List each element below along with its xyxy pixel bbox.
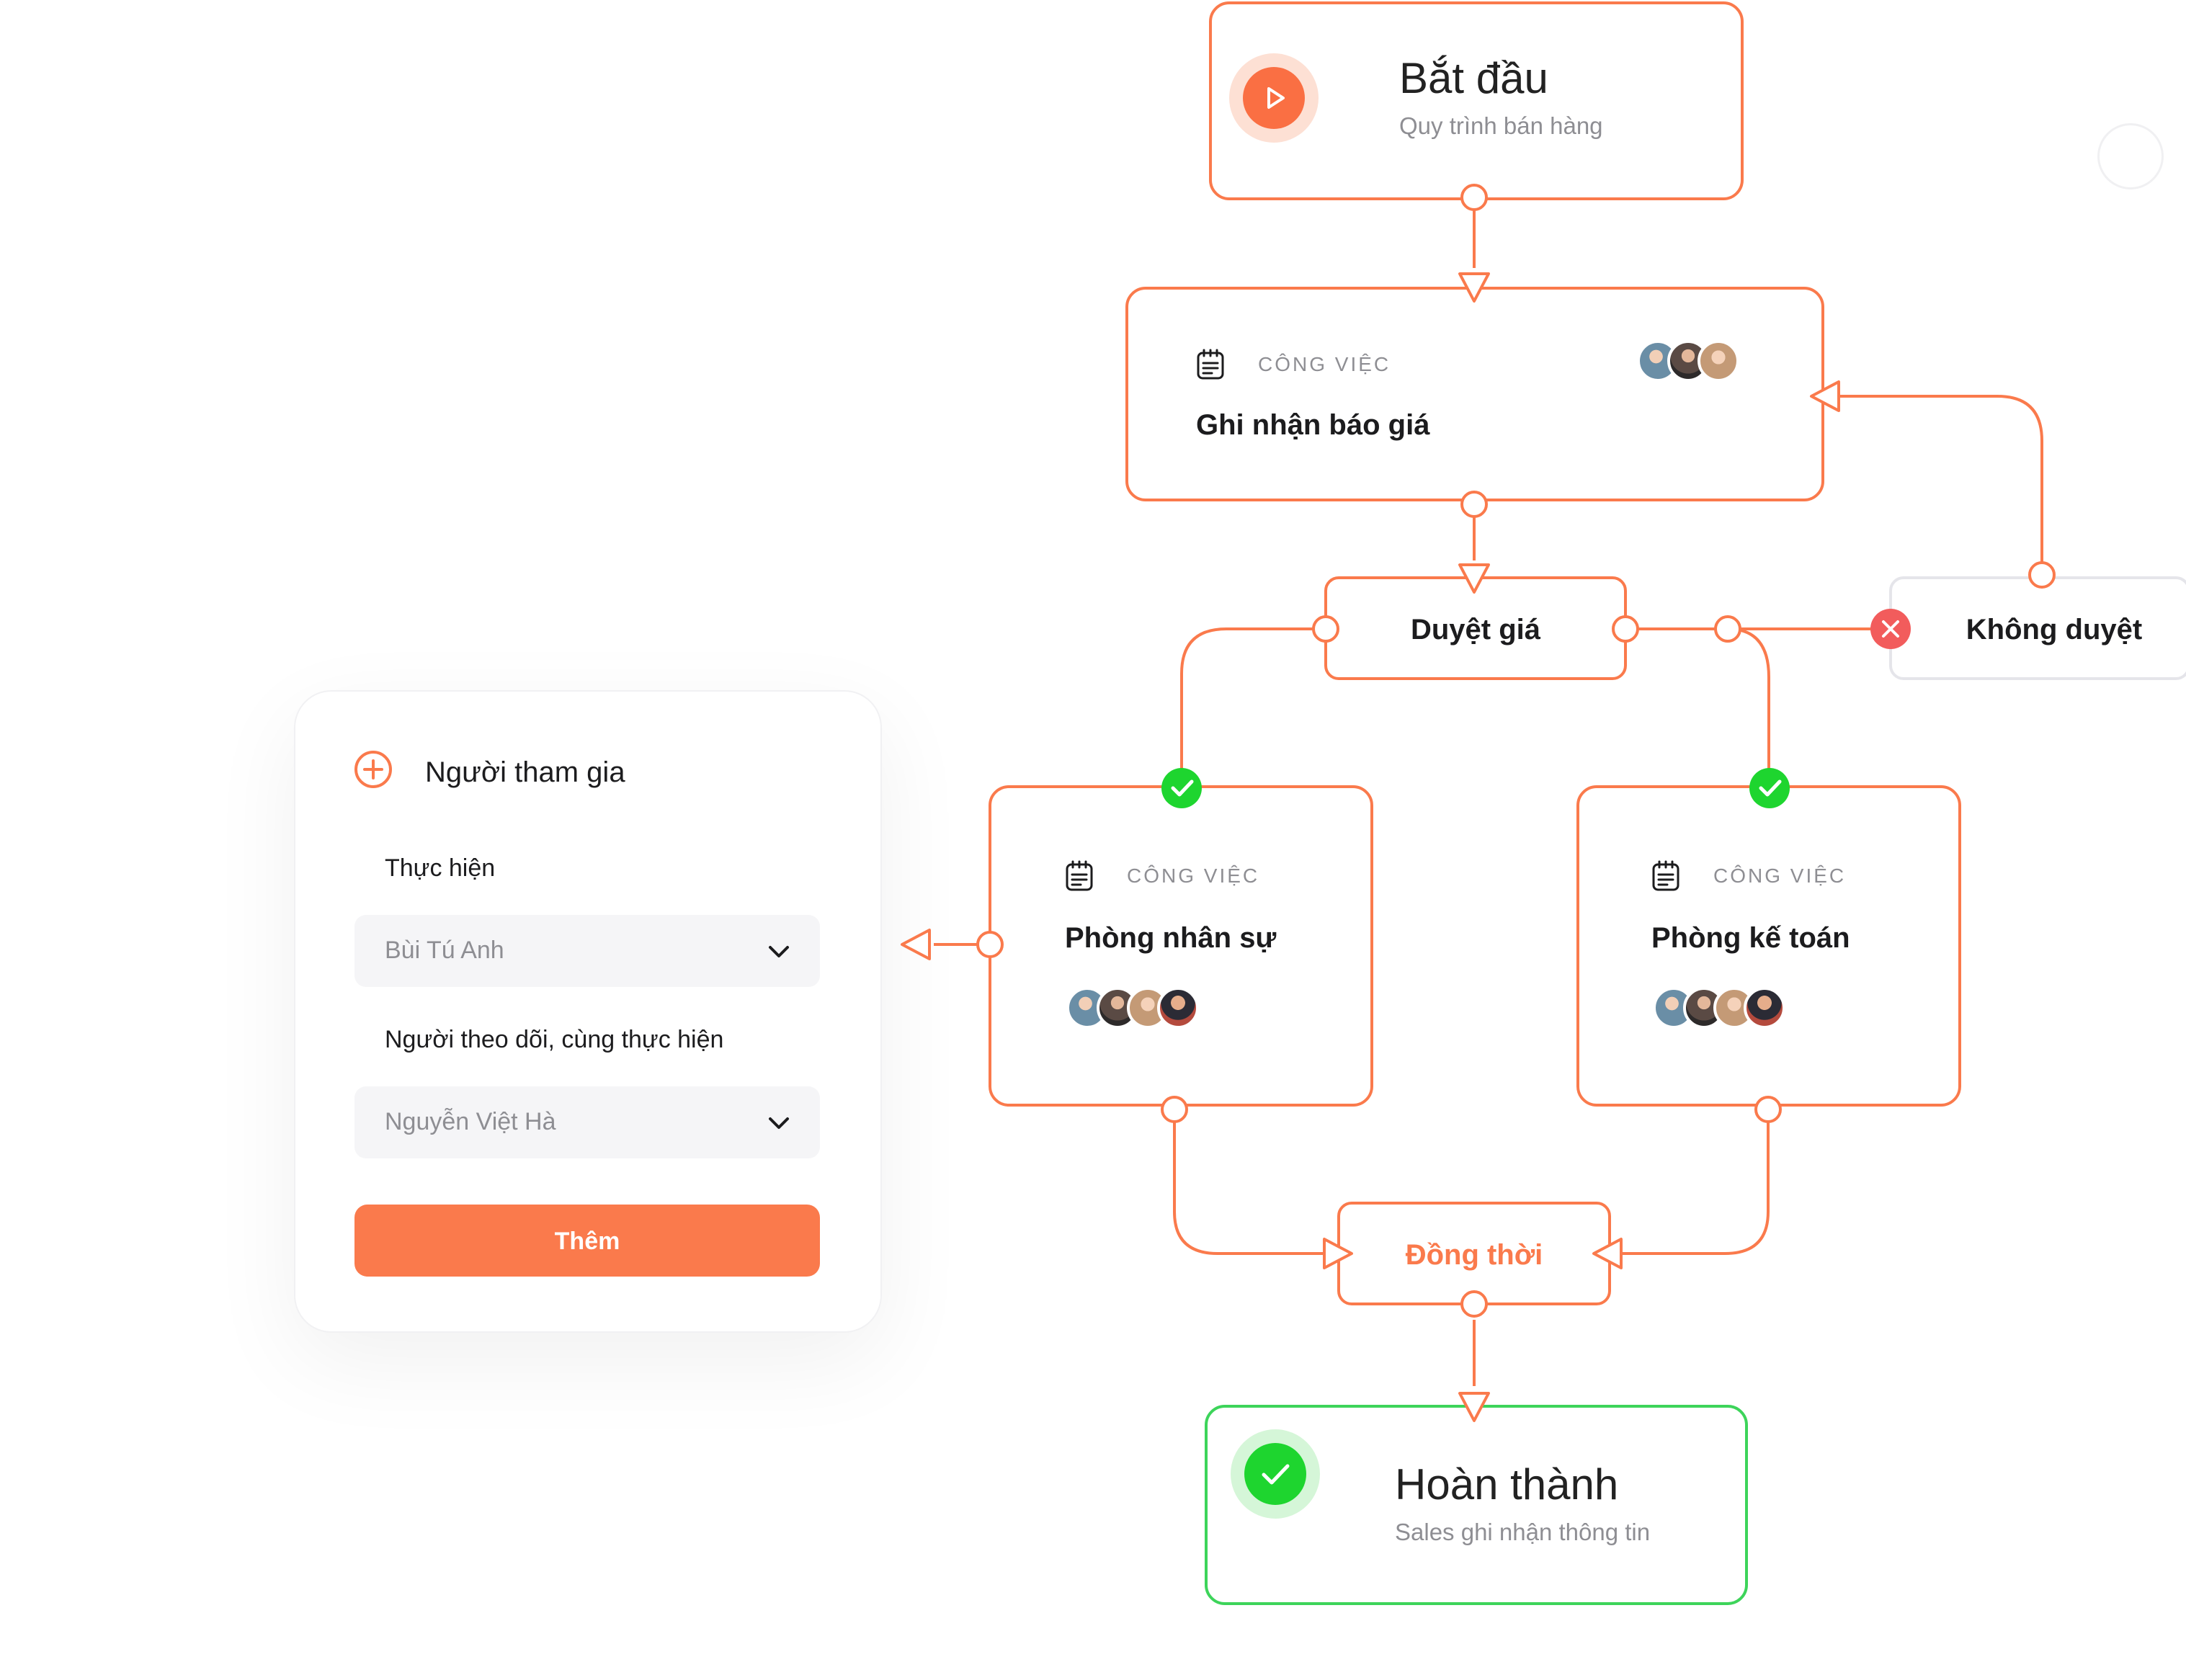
task-node-hr[interactable]: CÔNG VIỆC Phòng nhân sự — [989, 785, 1373, 1107]
arrow-hr-output — [901, 929, 931, 960]
assignee-avatars[interactable] — [1653, 987, 1785, 1029]
gateway-parallel[interactable]: Đồng thời — [1337, 1202, 1611, 1305]
task-title: Ghi nhận báo giá — [1196, 409, 1430, 441]
gateway-approve[interactable]: Duyệt giá — [1324, 576, 1627, 680]
assignee-avatars[interactable] — [1066, 987, 1199, 1029]
connector-accounting-parallel — [1618, 1122, 1770, 1255]
connector-approve-accounting — [1727, 627, 1770, 772]
performer-select[interactable]: Bùi Tú Anh — [354, 915, 820, 987]
connector-hr-parallel — [1173, 1122, 1324, 1255]
assignee-avatars[interactable] — [1637, 340, 1739, 382]
calendar-icon — [1066, 860, 1093, 891]
followers-label: Người theo dõi, cùng thực hiện — [385, 1026, 724, 1053]
chevron-down-icon — [769, 946, 789, 957]
avatar — [1744, 987, 1785, 1029]
followers-value: Nguyễn Việt Hà — [385, 1108, 556, 1135]
task-node-quote[interactable]: CÔNG VIỆC Ghi nhận báo giá — [1125, 287, 1824, 501]
finish-subtitle: Sales ghi nhận thông tin — [1395, 1519, 1651, 1545]
ghost-circle — [2097, 123, 2164, 189]
reject-label: Không duyệt — [1966, 614, 2143, 645]
avatar — [1157, 987, 1199, 1029]
plus-circle-icon[interactable] — [353, 749, 393, 790]
task-tag: CÔNG VIỆC — [1713, 864, 1847, 887]
gateway-label: Duyệt giá — [1410, 614, 1541, 645]
task-tag: CÔNG VIỆC — [1127, 864, 1260, 887]
connector-reject-quote — [1840, 395, 2043, 562]
panel-title: Người tham gia — [425, 756, 625, 788]
start-title: Bắt đầu — [1399, 54, 1548, 102]
check-icon — [1244, 1443, 1306, 1505]
chevron-down-icon — [769, 1117, 789, 1129]
task-node-accounting[interactable]: CÔNG VIỆC Phòng kế toán — [1576, 785, 1961, 1107]
task-title: Phòng kế toán — [1651, 922, 1850, 954]
gateway-label: Đồng thời — [1405, 1239, 1543, 1271]
port-junction — [1714, 615, 1741, 643]
finish-title: Hoàn thành — [1395, 1460, 1619, 1509]
calendar-icon — [1197, 349, 1224, 380]
performer-value: Bùi Tú Anh — [385, 937, 504, 964]
add-button[interactable]: Thêm — [354, 1205, 820, 1277]
followers-select[interactable]: Nguyễn Việt Hà — [354, 1086, 820, 1158]
play-icon — [1243, 67, 1305, 129]
connector-approve-hr — [1180, 627, 1327, 772]
avatar — [1698, 340, 1739, 382]
reject-node[interactable]: Không duyệt — [1889, 576, 2186, 680]
task-tag: CÔNG VIỆC — [1258, 353, 1391, 375]
start-subtitle: Quy trình bán hàng — [1399, 112, 1603, 139]
calendar-icon — [1652, 860, 1679, 891]
task-title: Phòng nhân sự — [1065, 922, 1277, 954]
performer-label: Thực hiện — [385, 854, 496, 882]
